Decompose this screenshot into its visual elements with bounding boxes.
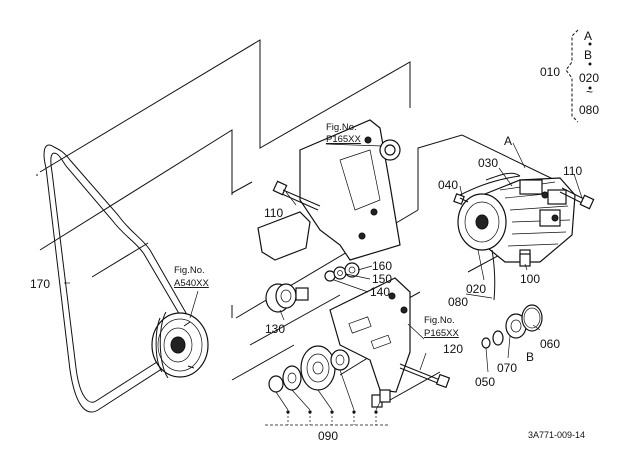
key-b-label: B <box>584 48 592 62</box>
callout-110-left: 110 <box>264 206 283 220</box>
fig-ref-a540-line2: A540XX <box>174 278 210 289</box>
fig-ref-a540-line1: Fig.No. <box>174 265 205 276</box>
fig-ref-p165-mid-line2: P165XX <box>424 328 460 339</box>
callout-100: 100 <box>520 272 540 286</box>
callout-010: 010 <box>540 65 560 79</box>
callout-160: 160 <box>372 259 392 273</box>
leader-lines <box>64 142 583 373</box>
bolt-040 <box>453 193 469 205</box>
marker-a: A <box>504 134 512 148</box>
callout-120: 120 <box>443 342 463 356</box>
callout-150: 150 <box>372 272 392 286</box>
wire-080 <box>491 249 496 301</box>
key-020-label: 020 <box>579 71 599 85</box>
upper-bracket <box>257 119 401 261</box>
part-100 <box>519 253 531 267</box>
washers-140-160 <box>324 262 360 282</box>
callout-labels: 010 A B 020 ~ 080 A 030 040 110 100 020 … <box>30 29 599 443</box>
key-bracket <box>565 29 592 123</box>
figure-references: Fig.No. P165XX Fig.No. P165XX Fig.No. A5… <box>174 122 460 339</box>
bolt-120 <box>399 363 451 389</box>
fig-ref-p165-top-line2: P165XX <box>326 134 362 145</box>
lower-bracket <box>329 277 411 393</box>
bolt-110-left <box>272 180 321 211</box>
key-080-label: 080 <box>579 103 599 117</box>
callout-090: 090 <box>318 429 338 443</box>
callout-130: 130 <box>265 322 285 336</box>
bracket-090 <box>265 369 390 426</box>
drawing-number: 3A771-009-14 <box>528 430 585 440</box>
callout-040: 040 <box>438 178 458 192</box>
fig-ref-p165-top-line1: Fig.No. <box>326 122 357 133</box>
crank-pulley <box>151 311 209 379</box>
callout-110-right: 110 <box>563 164 582 178</box>
callout-070: 070 <box>497 361 517 375</box>
fig-ref-p165-mid-line1: Fig.No. <box>424 315 455 326</box>
callout-140: 140 <box>370 285 390 299</box>
pulley-set-090 <box>268 345 391 408</box>
callout-030: 030 <box>478 156 498 170</box>
compressor <box>457 172 576 263</box>
callout-080: 080 <box>448 295 468 309</box>
callout-020: 020 <box>466 282 486 296</box>
marker-b: B <box>526 350 534 364</box>
callout-170: 170 <box>30 277 50 291</box>
callout-060: 060 <box>540 337 560 351</box>
callout-050: 050 <box>475 375 495 389</box>
key-a-label: A <box>584 29 592 43</box>
idler-130 <box>265 283 309 313</box>
key-tilde: ~ <box>586 85 593 99</box>
clutch-parts <box>481 304 543 349</box>
